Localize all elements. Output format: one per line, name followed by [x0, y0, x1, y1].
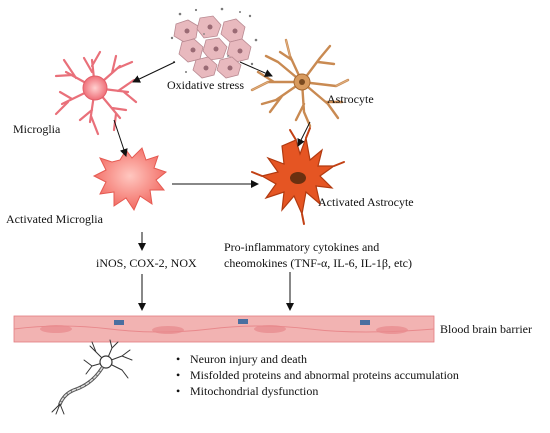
label-oxidative-stress: Oxidative stress [167, 78, 244, 92]
label-microglia: Microglia [13, 122, 61, 136]
tight-junction [360, 320, 370, 325]
label-astrocyte-products-line2: cheomokines (TNF-α, IL-6, IL-1β, etc) [224, 256, 412, 270]
microglia-cell [54, 50, 138, 136]
arrow-stress-to-microglia [132, 61, 176, 83]
arrow-astrocyte-activation [297, 121, 311, 147]
label-astrocyte: Astrocyte [327, 92, 374, 106]
neuron-cell [51, 339, 133, 415]
label-astrocyte-products-line1: Pro-inflammatory cytokines and [224, 240, 380, 254]
tight-junction [238, 319, 248, 324]
outcome-item: •Misfolded proteins and abnormal protein… [176, 368, 459, 382]
outcome-text: Neuron injury and death [190, 352, 307, 366]
arrow-stress-to-astrocyte [239, 61, 273, 77]
activated-microglia-cell [92, 147, 168, 212]
activated-astrocyte-cell [251, 127, 345, 225]
arrows [113, 61, 311, 311]
outcome-text: Misfolded proteins and abnormal proteins… [190, 368, 459, 382]
label-activated-astrocyte: Activated Astrocyte [318, 195, 414, 209]
outcome-text: Mitochondrial dysfunction [190, 384, 319, 398]
outcome-item: •Mitochondrial dysfunction [176, 384, 319, 398]
outcome-item: •Neuron injury and death [176, 352, 307, 366]
tight-junctions [114, 319, 370, 325]
label-activated-microglia: Activated Microglia [6, 212, 103, 226]
oxidative-stress-cells [170, 7, 258, 79]
astrocyte-cell [250, 38, 350, 128]
label-microglia-products: iNOS, COX-2, NOX [96, 256, 197, 270]
tight-junction [114, 320, 124, 325]
blood-brain-barrier [13, 315, 435, 343]
arrow-microglia-activation [113, 119, 128, 157]
label-blood-brain-barrier: Blood brain barrier [440, 322, 532, 336]
